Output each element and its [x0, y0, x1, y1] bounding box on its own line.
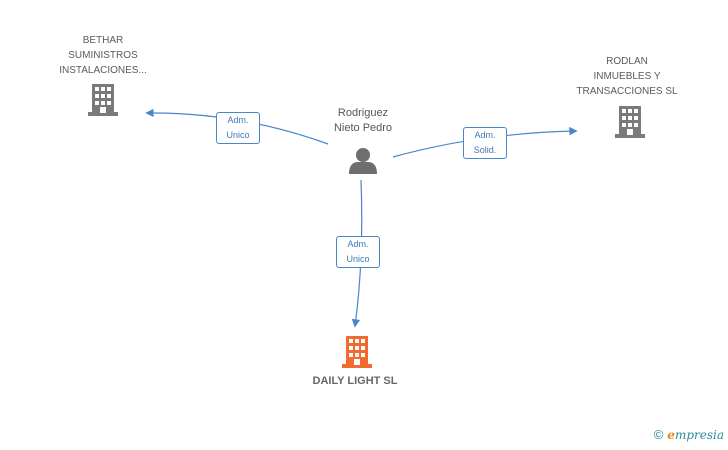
edge-label-line: Unico [226, 130, 250, 140]
company-name-line: BETHAR [82, 35, 124, 46]
edge-label-line: Adm. [227, 115, 249, 125]
edge-label-adm-unico: Adm. Unico [216, 112, 260, 144]
building-icon[interactable] [615, 106, 645, 138]
brand-initial: e [667, 428, 675, 442]
building-icon[interactable] [88, 84, 118, 116]
company-name-line: INSTALACIONES... [59, 65, 147, 76]
edge-label-line: Adm. [347, 239, 369, 249]
company-name-line: INMUEBLES Y [593, 71, 661, 82]
edge-label-line: Adm. [474, 130, 496, 140]
company-label-daily-light[interactable]: DAILY LIGHT SL [295, 374, 415, 389]
person-icon[interactable] [349, 148, 377, 174]
company-name-line: SUMINISTROS [68, 50, 138, 61]
edge-label-adm-solid: Adm. Solid. [463, 127, 507, 159]
edge-label-adm-unico: Adm. Unico [336, 236, 380, 268]
person-name-line: Rodriguez [337, 107, 389, 119]
company-name-line: DAILY LIGHT SL [312, 375, 398, 387]
brand-rest: mpresia [674, 428, 724, 442]
edge-label-line: Unico [346, 254, 370, 264]
company-name-line: RODLAN [606, 56, 648, 67]
person-name-line: Nieto Pedro [333, 122, 393, 134]
company-label-bethar[interactable]: BETHAR SUMINISTROS INSTALACIONES... [38, 33, 168, 78]
company-name-line: TRANSACCIONES SL [576, 86, 678, 97]
company-label-rodlan[interactable]: RODLAN INMUEBLES Y TRANSACCIONES SL [562, 54, 692, 99]
edge-label-line: Solid. [473, 145, 497, 155]
person-name-label[interactable]: Rodriguez Nieto Pedro [313, 106, 413, 136]
building-icon[interactable] [342, 336, 372, 368]
empresia-logo: ©empresia [654, 427, 724, 442]
copyright-symbol: © [653, 427, 664, 442]
